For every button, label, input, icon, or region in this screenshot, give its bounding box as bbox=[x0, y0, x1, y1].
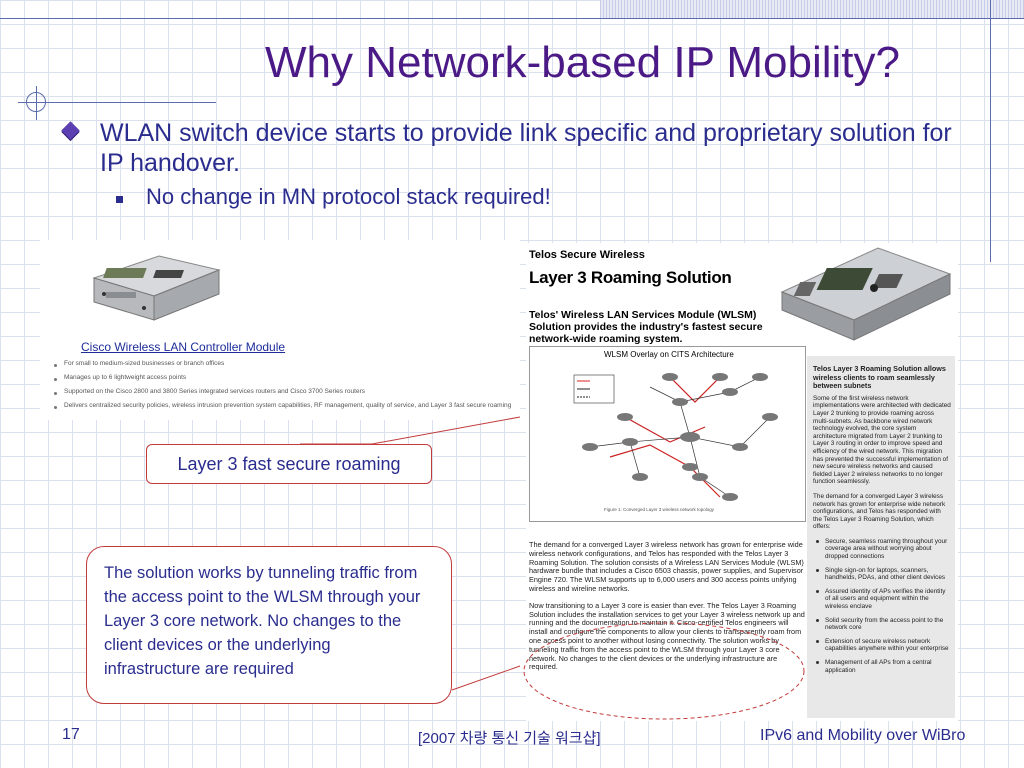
cisco-product-link[interactable]: Cisco Wireless LAN Controller Module bbox=[81, 340, 286, 354]
doc-sidebar-content: Telos Layer 3 Roaming Solution allows wi… bbox=[813, 364, 951, 680]
list-item: Manages up to 6 lightweight access point… bbox=[52, 374, 522, 388]
header-pattern bbox=[600, 0, 1024, 18]
list-item: Delivers centralized security policies, … bbox=[52, 402, 522, 416]
diagram-caption: Figure 1: Converged Layer 3 wireless net… bbox=[604, 507, 715, 512]
sidebar-paragraph: The demand for a converged Layer 3 wirel… bbox=[813, 492, 946, 531]
sub-bullet-text: No change in MN protocol stack required! bbox=[146, 184, 551, 209]
solution-callout-box bbox=[86, 546, 452, 704]
solution-callout-text: The solution works by tunneling traffic … bbox=[104, 564, 421, 678]
footer-course: IPv6 and Mobility over WiBro bbox=[760, 727, 966, 744]
sidebar-heading: Telos Layer 3 Roaming Solution allows wi… bbox=[813, 364, 946, 391]
list-item: Extension of secure wireless network cap… bbox=[813, 638, 951, 653]
roaming-callout: Layer 3 fast secure roaming bbox=[146, 444, 432, 484]
list-item: Secure, seamless roaming throughout your… bbox=[813, 538, 951, 561]
wlsm-module-image bbox=[780, 247, 952, 341]
list-item: Solid security from the access point to … bbox=[813, 617, 951, 632]
list-item: Management of all APs from a central app… bbox=[813, 659, 951, 674]
doc-sidebar bbox=[807, 356, 955, 718]
list-item: For small to medium-sized businesses or … bbox=[52, 360, 522, 374]
doc-title: Layer 3 Roaming Solution bbox=[529, 268, 732, 287]
title-rule bbox=[18, 102, 216, 103]
cisco-feature-list: For small to medium-sized businesses or … bbox=[52, 360, 522, 416]
circle-ornament-icon bbox=[26, 92, 46, 112]
bullet-text: WLAN switch device starts to provide lin… bbox=[100, 119, 952, 177]
list-item: Assured identity of APs verifies the ide… bbox=[813, 588, 951, 611]
diamond-bullet-icon bbox=[61, 121, 80, 140]
header-rule bbox=[0, 18, 1024, 19]
doc-body: The demand for a converged Layer 3 wirel… bbox=[529, 540, 805, 680]
doc-paragraph: Now transitioning to a Layer 3 core is e… bbox=[529, 600, 805, 672]
list-item: Supported on the Cisco 2800 and 3800 Ser… bbox=[52, 388, 522, 402]
network-diagram bbox=[529, 346, 806, 522]
diagram-title: WLSM Overlay on CITS Architecture bbox=[604, 350, 734, 359]
page-number: 17 bbox=[62, 726, 80, 743]
sidebar-paragraph: Some of the first wireless network imple… bbox=[813, 394, 951, 486]
doc-subtitle: Telos' Wireless LAN Services Module (WLS… bbox=[529, 309, 763, 345]
list-item: Single sign-on for laptops, scanners, ha… bbox=[813, 567, 951, 582]
square-bullet-icon bbox=[116, 196, 123, 203]
doc-eyebrow: Telos Secure Wireless bbox=[529, 249, 645, 261]
slide-title: Why Network-based IP Mobility? bbox=[265, 38, 900, 87]
doc-paragraph: The demand for a converged Layer 3 wirel… bbox=[529, 540, 804, 593]
network-topology-drawing bbox=[573, 373, 778, 501]
right-rule bbox=[990, 0, 991, 262]
footer-event: [2007 차량 통신 기술 워크샵] bbox=[418, 730, 601, 747]
wlc-module-image bbox=[92, 255, 221, 321]
